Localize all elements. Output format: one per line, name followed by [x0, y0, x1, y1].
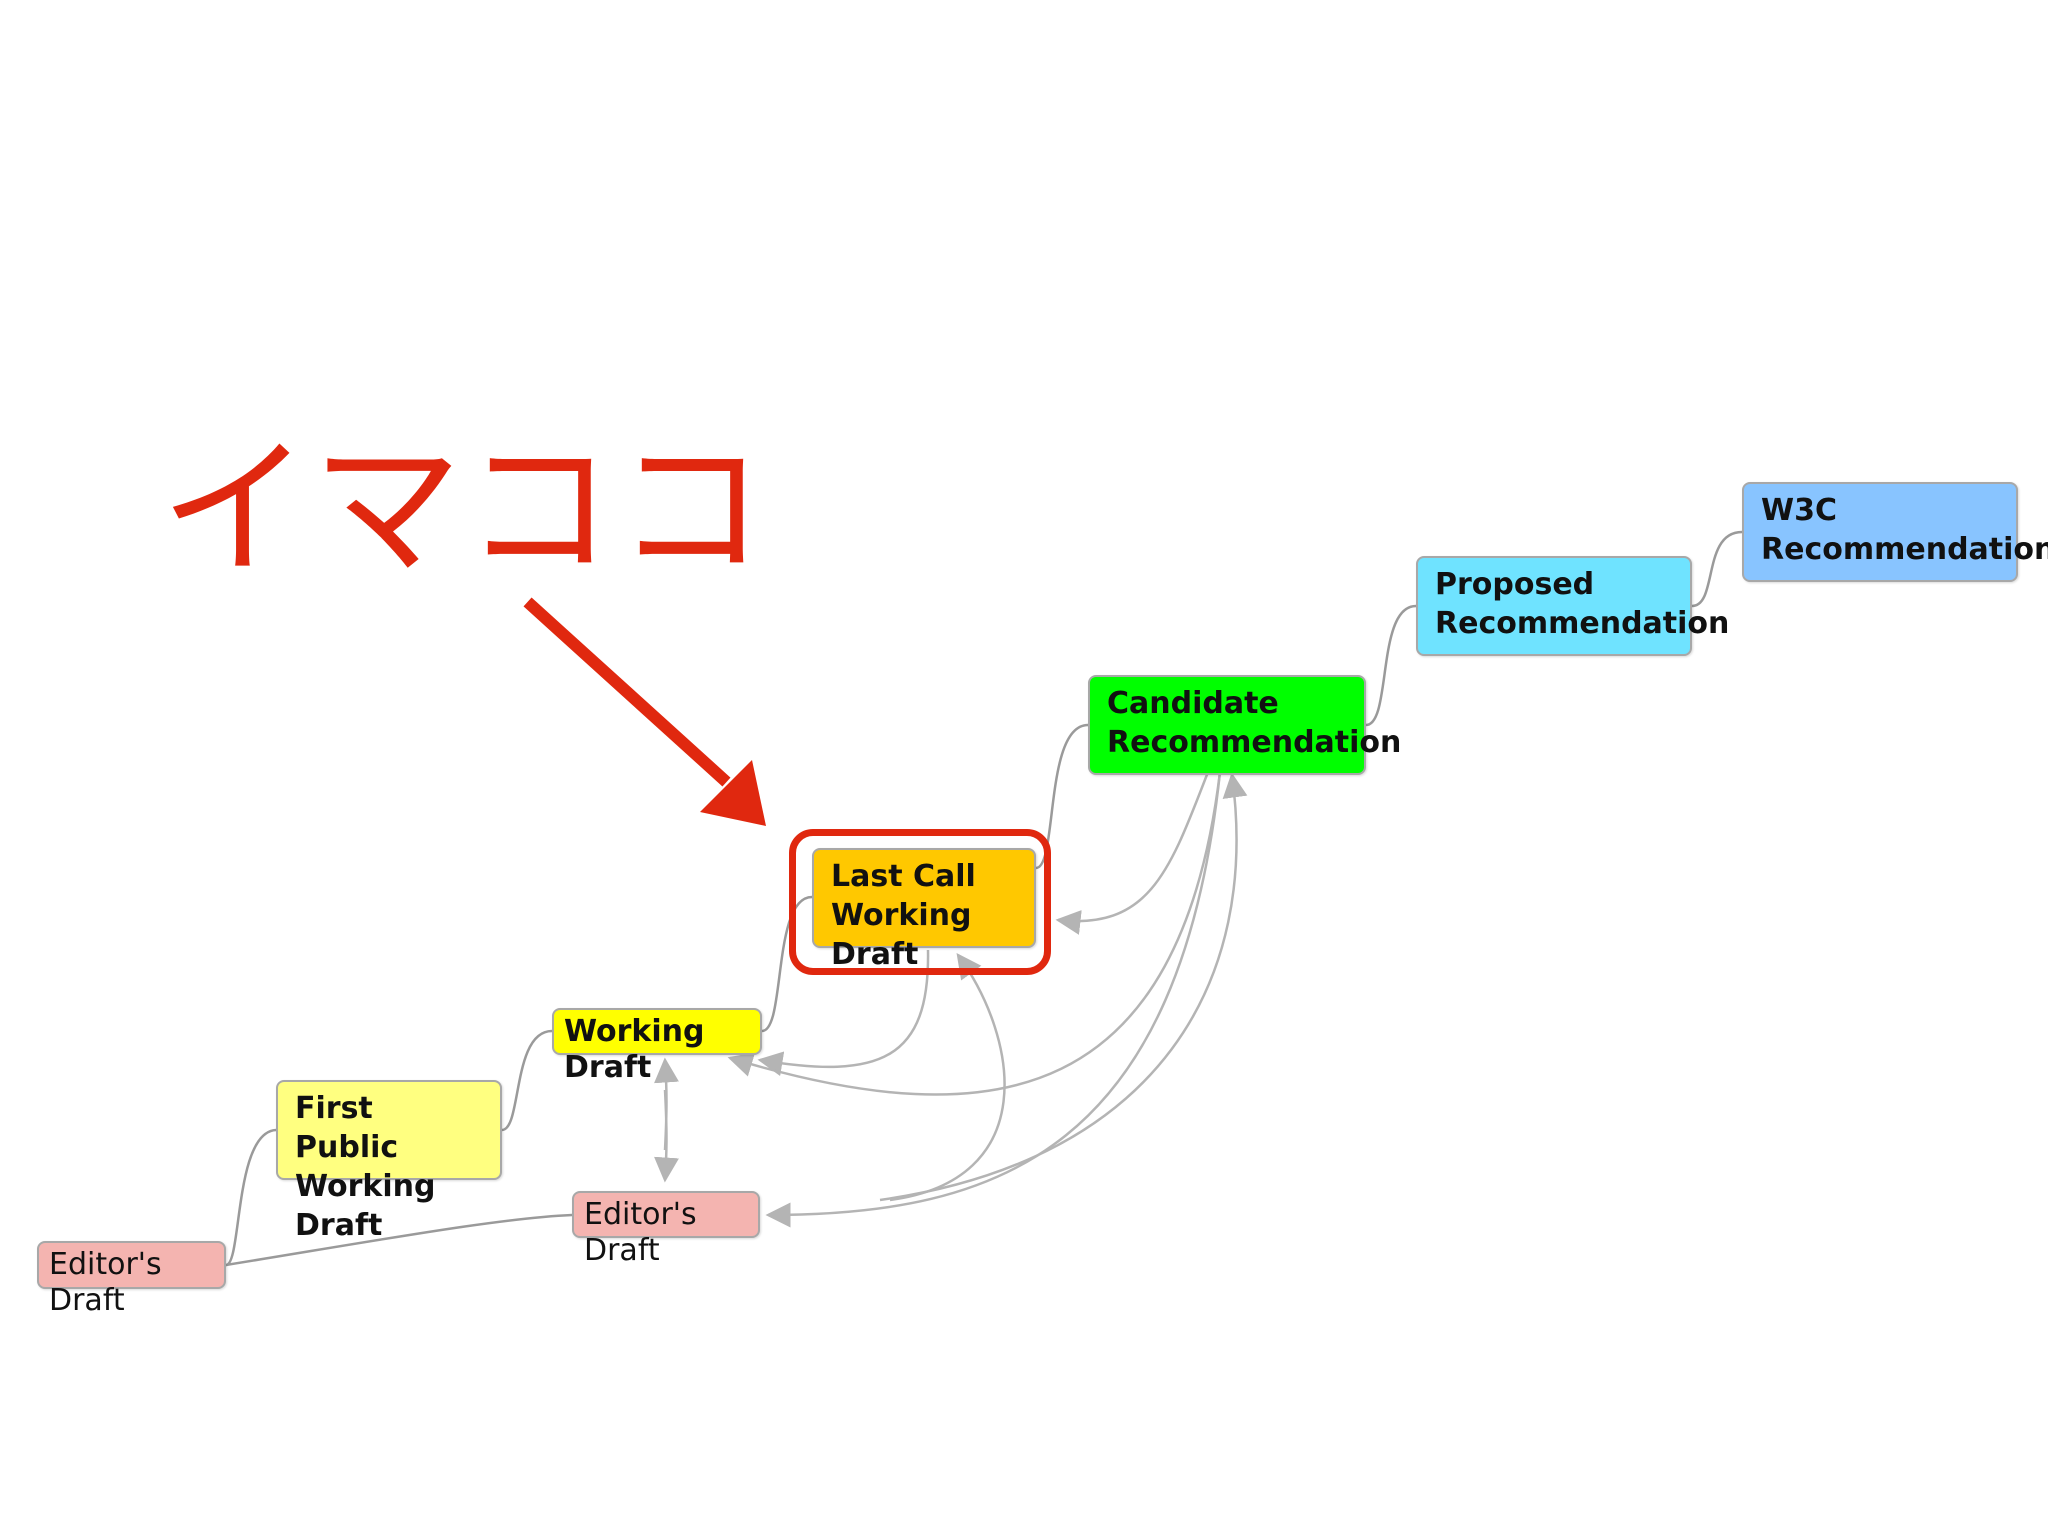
node-first-public-working-draft[interactable]: First Public Working Draft: [276, 1080, 502, 1243]
edge-ed1-fpwd: [225, 1128, 277, 1267]
node-editors-draft-initial[interactable]: Editor's Draft: [37, 1241, 226, 1318]
back-edge-group: [654, 771, 1248, 1228]
edge-group: [225, 530, 1743, 1267]
edge-lcwd-cr: [1035, 723, 1089, 870]
edge-ed1-ed2: [225, 1213, 573, 1267]
current-stage-highlight: [789, 829, 1051, 975]
node-w3c-recommendation[interactable]: W3C Recommendation: [1742, 482, 2048, 582]
callout-label: イマココ: [160, 423, 769, 597]
edge-lcwd-ed2: [765, 771, 1222, 1228]
edge-cr-pr: [1365, 604, 1417, 727]
node-working-draft[interactable]: Working Draft: [552, 1008, 762, 1085]
edge-ed2-lcwd: [889, 952, 1006, 1202]
edge-pr-rec: [1691, 530, 1743, 608]
node-editors-draft-revision[interactable]: Editor's Draft: [572, 1191, 760, 1268]
edge-lcwd-wd: [757, 949, 930, 1077]
callout-arrow: [523, 597, 766, 826]
edge-ed2-cr: [879, 772, 1248, 1202]
edge-wd-lcwd: [761, 895, 813, 1033]
node-candidate-recommendation[interactable]: Candidate Recommendation: [1088, 675, 1401, 775]
edge-ed2-wd: [654, 1057, 679, 1151]
node-last-call-working-draft[interactable]: Last Call Working Draft: [812, 848, 1036, 972]
edge-cr-wd: [727, 771, 1222, 1096]
node-proposed-recommendation[interactable]: Proposed Recommendation: [1416, 556, 1729, 656]
edge-fpwd-wd: [501, 1029, 553, 1132]
edge-cr-lcwd: [1055, 771, 1210, 935]
